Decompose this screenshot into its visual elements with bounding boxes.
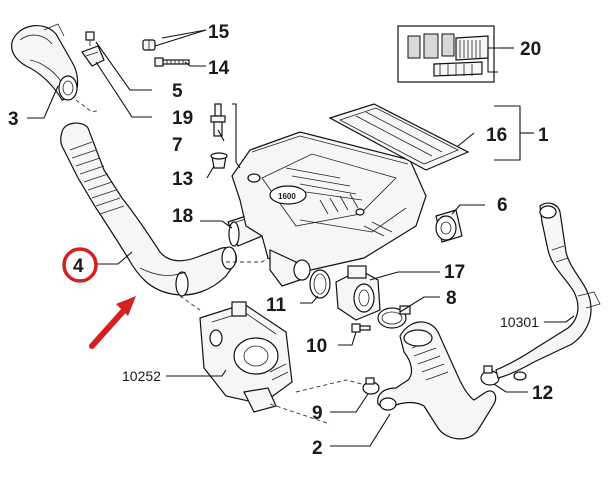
- part-10-screw: [351, 323, 371, 333]
- callout-10: 10: [306, 336, 327, 357]
- callout-ref-10252: 10252: [122, 368, 161, 384]
- callout-13: 13: [172, 169, 193, 190]
- callout-7: 7: [172, 135, 183, 156]
- part-6-bellows: [435, 209, 463, 243]
- callout-14: 14: [208, 58, 230, 79]
- callout-ref-10301: 10301: [500, 314, 539, 330]
- part-16-filter-element: [328, 103, 470, 171]
- part-20-service-kit-inset: [397, 25, 495, 83]
- callout-19: 19: [172, 108, 193, 129]
- callout-11: 11: [266, 295, 287, 316]
- part-4-corrugated-hose: [60, 122, 237, 297]
- callout-8: 8: [446, 288, 457, 309]
- leader-lines: [27, 29, 575, 447]
- pointer-arrow: [89, 296, 136, 349]
- callout-3: 3: [8, 109, 19, 130]
- callout-17: 17: [444, 262, 465, 283]
- callout-18: 18: [172, 206, 193, 227]
- part-2-lower-hose: [377, 321, 497, 440]
- part-17-air-flow-meter: [335, 265, 381, 321]
- callout-4: 4: [73, 256, 84, 277]
- part-13-grommet: [210, 152, 228, 169]
- part-12-hose-clamp: [480, 365, 500, 386]
- part-1-air-filter-housing: 1600: [231, 131, 427, 287]
- callout-1: 1: [538, 125, 549, 146]
- callout-6: 6: [497, 195, 508, 216]
- callout-9: 9: [312, 403, 323, 424]
- part-9-hose-clamp: [362, 377, 380, 395]
- callout-16: 16: [486, 125, 507, 146]
- ref-10301-breather-pipe: [495, 202, 601, 381]
- part-8-hose-clamp: [377, 305, 411, 329]
- engraving-label: 1600: [278, 192, 296, 201]
- part-14-screw: [154, 57, 190, 67]
- callout-2: 2: [312, 438, 323, 459]
- part-7-stud: [210, 103, 226, 137]
- part-3-intake-scoop: [11, 23, 79, 101]
- part-11-o-ring: [309, 269, 331, 299]
- ref-10252-throttle-body: [199, 301, 293, 413]
- highlight-ring-4: [62, 247, 98, 283]
- part-15-nut: [142, 39, 156, 51]
- assembly-dashed-lines: [75, 99, 363, 425]
- callout-5: 5: [172, 81, 183, 102]
- part-5-bolt: [85, 31, 95, 46]
- callout-12: 12: [532, 383, 553, 404]
- part-19-bracket: [81, 45, 105, 67]
- callout-15: 15: [208, 22, 230, 43]
- callout-20: 20: [520, 39, 541, 60]
